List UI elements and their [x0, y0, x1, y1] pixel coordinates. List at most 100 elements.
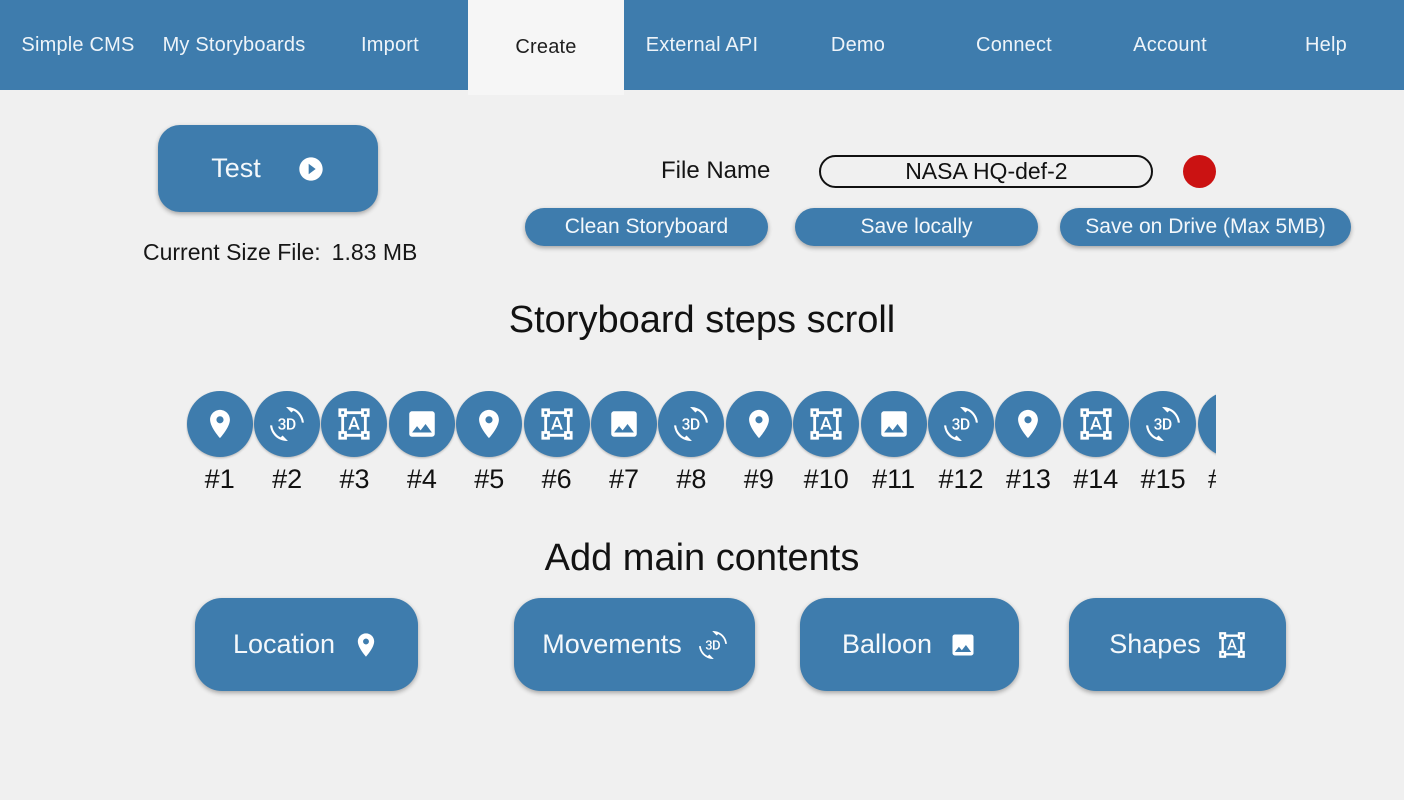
- step-label: #1: [204, 464, 235, 494]
- save-on-drive-button[interactable]: Save on Drive (Max 5MB): [1060, 208, 1351, 246]
- 3d-rotation-icon: [270, 407, 304, 441]
- step-label: #3: [339, 464, 370, 494]
- storyboard-step: #7: [590, 391, 658, 495]
- step-label: #10: [803, 464, 849, 494]
- image-icon: [877, 407, 911, 441]
- step-button[interactable]: [254, 391, 321, 457]
- step-button[interactable]: [927, 391, 994, 457]
- step-label: #6: [541, 464, 572, 494]
- step-button[interactable]: [388, 391, 455, 457]
- format-shapes-icon: [337, 407, 371, 441]
- 3d-rotation-icon: [674, 407, 708, 441]
- nav-item-demo[interactable]: Demo: [830, 33, 886, 56]
- nav-item-connect[interactable]: Connect: [976, 33, 1052, 56]
- image-icon: [949, 631, 977, 659]
- nav-item-my-storyboards[interactable]: My Storyboards: [162, 33, 306, 56]
- contents-heading: Add main contents: [544, 537, 860, 579]
- file-name-input[interactable]: [819, 154, 1154, 188]
- step-button[interactable]: [186, 391, 253, 457]
- nav-item-help[interactable]: Help: [1305, 33, 1347, 56]
- image-icon: [405, 407, 439, 441]
- step-label: #12: [938, 464, 984, 494]
- button-label: Location: [232, 629, 336, 659]
- storyboard-step: #13: [995, 391, 1062, 495]
- location-pin-icon: [1011, 407, 1045, 441]
- content-buttons: Location Movements Balloon Shapes: [0, 598, 1404, 691]
- step-button[interactable]: [523, 391, 590, 457]
- app-brand: Simple CMS: [21, 33, 135, 56]
- step-button[interactable]: [725, 391, 792, 457]
- location-pin-icon: [1214, 407, 1216, 441]
- test-button[interactable]: Test: [158, 125, 378, 212]
- step-button[interactable]: [793, 391, 860, 457]
- storyboard-actions: Clean Storyboard Save locally Save on Dr…: [525, 208, 1351, 246]
- step-label: #5: [474, 464, 505, 494]
- storyboard-step: #10: [793, 391, 860, 495]
- test-button-label: Test: [211, 153, 261, 183]
- step-button[interactable]: [860, 391, 927, 457]
- clean-storyboard-button[interactable]: Clean Storyboard: [525, 208, 768, 246]
- step-button[interactable]: [1130, 391, 1197, 457]
- location-pin-icon: [742, 407, 776, 441]
- button-label: Movements: [542, 629, 682, 659]
- step-button[interactable]: [456, 391, 523, 457]
- step-button[interactable]: [321, 391, 388, 457]
- steps-heading: Storyboard steps scroll: [508, 299, 896, 341]
- storyboard-step: #16: [1197, 391, 1216, 495]
- step-label: #16: [1208, 464, 1216, 495]
- format-shapes-icon: [809, 407, 843, 441]
- file-name-row: File Name: [661, 152, 1217, 190]
- nav-item-account[interactable]: Account: [1133, 33, 1207, 56]
- button-label: Balloon: [841, 629, 933, 659]
- step-button[interactable]: [1197, 391, 1216, 457]
- steps-scroll-area[interactable]: #1 #2 #3 #4 #5 #6 #7 #8 #9 #10 #11 #12 #13 #14 #15 #16: [186, 391, 1216, 499]
- storyboard-step: #6: [523, 391, 590, 495]
- storyboard-step: #2: [253, 391, 321, 495]
- step-button[interactable]: [591, 391, 658, 457]
- play-circle-icon: [297, 155, 325, 183]
- storyboard-step: #8: [658, 391, 725, 495]
- format-shapes-icon: [1079, 407, 1113, 441]
- nav-item-external-api[interactable]: External API: [645, 33, 759, 56]
- current-size-line: Current Size File: 1.83 MB: [143, 239, 417, 266]
- step-label: #2: [272, 464, 303, 494]
- step-button[interactable]: [658, 391, 725, 457]
- balloon-button[interactable]: Balloon: [800, 598, 1019, 691]
- step-label: #9: [743, 464, 774, 494]
- 3d-rotation-icon: [699, 631, 727, 659]
- step-label: #13: [1005, 464, 1051, 494]
- step-button[interactable]: [1062, 391, 1129, 457]
- nav-item-create[interactable]: Create: [468, 0, 624, 95]
- storyboard-step: #11: [860, 391, 927, 495]
- storyboard-step: #12: [927, 391, 994, 495]
- step-label: #4: [406, 464, 437, 494]
- navbar: Simple CMS My Storyboards Import Create Ext…: [0, 0, 1404, 95]
- location-pin-icon: [472, 407, 506, 441]
- movements-button[interactable]: Movements: [514, 598, 755, 691]
- storyboard-step: #14: [1062, 391, 1129, 495]
- location-pin-icon: [352, 631, 380, 659]
- storyboard-step: #1: [186, 391, 253, 495]
- steps-row: #1 #2 #3 #4 #5 #6 #7 #8 #9 #10 #11 #12 #13 #14 #15 #16: [186, 391, 1216, 495]
- storyboard-step: #5: [456, 391, 523, 495]
- current-size-label: Current Size File:: [143, 239, 321, 265]
- location-pin-icon: [203, 407, 237, 441]
- step-label: #15: [1140, 464, 1186, 494]
- button-label: Shapes: [1109, 629, 1201, 659]
- storyboard-step: #3: [321, 391, 388, 495]
- current-size-value: 1.83 MB: [331, 239, 418, 265]
- nav-item-import[interactable]: Import: [361, 33, 419, 56]
- step-label: #7: [609, 464, 640, 494]
- storyboard-step: #15: [1129, 391, 1197, 495]
- step-label: #14: [1073, 464, 1119, 494]
- format-shapes-icon: [540, 407, 574, 441]
- image-icon: [607, 407, 641, 441]
- shapes-button[interactable]: Shapes: [1069, 598, 1286, 691]
- storyboard-step: #4: [388, 391, 455, 495]
- save-locally-button[interactable]: Save locally: [795, 208, 1038, 246]
- location-button[interactable]: Location: [195, 598, 418, 691]
- step-button[interactable]: [995, 391, 1062, 457]
- 3d-rotation-icon: [1146, 407, 1180, 441]
- record-indicator-dot: [1183, 154, 1217, 188]
- file-name-label: File Name: [661, 157, 771, 184]
